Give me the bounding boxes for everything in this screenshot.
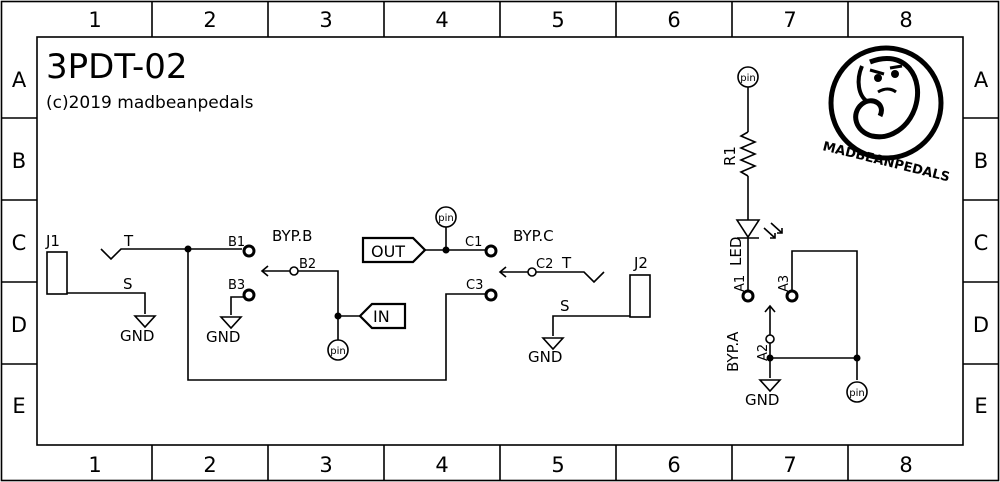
row-dividers (1, 117, 998, 365)
switch-a: A1 A3 A2 BYP.A (724, 275, 799, 372)
gnd-label: GND (120, 327, 154, 345)
gnd-symbol-a: GND (745, 379, 782, 409)
wire-a3 (791, 250, 858, 380)
column-labels-top: 1 2 3 4 5 6 7 8 (88, 8, 912, 32)
j2-label: J2 (633, 254, 648, 272)
jack-j1: J1 T S (45, 232, 188, 314)
terminal-c2 (527, 267, 537, 277)
byp-c-label: BYP.C (513, 227, 554, 245)
junction-dot (766, 354, 774, 362)
column-labels-bottom: 1 2 3 4 5 6 7 8 (88, 453, 912, 477)
gnd-label: GND (206, 328, 240, 346)
gnd-label: GND (528, 348, 562, 366)
wire-b-to-c3 (187, 249, 491, 381)
junction-dot (853, 354, 861, 362)
a3-label: A3 (777, 275, 792, 292)
col-label: 4 (435, 453, 448, 477)
col-label: 6 (667, 453, 680, 477)
led-label: LED (727, 237, 745, 266)
terminal-c1 (484, 244, 498, 258)
in-port: IN (358, 302, 407, 330)
gnd-symbol-b3: GND (206, 316, 243, 346)
terminal-b2 (289, 266, 299, 276)
col-label: 2 (203, 453, 216, 477)
c1-label: C1 (465, 235, 482, 250)
byp-a-label: BYP.A (724, 331, 742, 372)
in-port-label: IN (373, 307, 390, 326)
j1-tip-label: T (123, 232, 134, 250)
gnd-label: GND (745, 391, 779, 409)
j2-tip-label: T (561, 254, 572, 272)
col-label: 6 (667, 8, 680, 32)
j1-label: J1 (45, 232, 60, 250)
b3-label: B3 (228, 278, 245, 293)
j1-sleeve-label: S (123, 275, 133, 293)
row-label: E (974, 394, 987, 418)
col-label: 8 (899, 8, 912, 32)
col-label: 2 (203, 8, 216, 32)
terminal-b1 (242, 244, 256, 258)
out-port: OUT (361, 236, 427, 264)
row-label: C (974, 231, 989, 255)
jack-j2: J2 S (552, 254, 651, 336)
gnd-symbol-j2: GND (528, 337, 565, 366)
col-label: 7 (783, 8, 796, 32)
row-label: D (11, 313, 27, 337)
terminal-c3 (484, 288, 498, 302)
row-labels-right: A B C D E (973, 68, 989, 418)
row-label: B (12, 149, 26, 173)
col-label: 5 (551, 453, 564, 477)
pin-pad-out: pin (435, 206, 457, 228)
row-label: B (974, 149, 988, 173)
col-label: 4 (435, 8, 448, 32)
gnd-symbol-j1: GND (120, 315, 157, 345)
byp-b-label: BYP.B (272, 227, 312, 245)
c2-label: C2 (536, 257, 553, 272)
col-label: 5 (551, 8, 564, 32)
column-dividers (151, 1, 849, 480)
r1-label: R1 (721, 146, 739, 166)
b2-label: B2 (299, 257, 316, 272)
row-label: A (974, 68, 989, 92)
terminal-b3 (242, 288, 256, 302)
a1-label: A1 (733, 275, 748, 292)
col-label: 7 (783, 453, 796, 477)
madbeanpedals-logo: MADBEANPEDALS (821, 45, 951, 185)
pin-label: pin (849, 388, 864, 399)
led: LED (727, 219, 783, 266)
row-label: A (12, 68, 27, 92)
resistor-r1: R1 (721, 131, 758, 177)
b1-label: B1 (228, 235, 245, 250)
pin-label: pin (438, 213, 453, 224)
wire-b3-gnd (230, 296, 244, 315)
pin-label: pin (330, 346, 345, 357)
col-label: 8 (899, 453, 912, 477)
col-label: 3 (319, 453, 332, 477)
pin-label: pin (740, 73, 755, 84)
row-label: E (12, 394, 25, 418)
j2-sleeve-label: S (560, 297, 570, 315)
row-labels-left: A B C D E (11, 68, 27, 418)
switch-c: C1 C3 C2 BYP.C T (465, 227, 605, 302)
schematic-title: 3PDT-02 (46, 47, 188, 87)
c3-label: C3 (466, 278, 483, 293)
row-label: C (12, 231, 27, 255)
col-label: 1 (88, 453, 101, 477)
pin-pad-a: pin (846, 381, 868, 403)
terminal-a1 (741, 289, 755, 303)
pin-pad-r1: pin (737, 66, 759, 88)
switch-b: B1 B3 B2 BYP.B (228, 227, 339, 340)
row-label: D (973, 313, 989, 337)
out-port-label: OUT (371, 242, 405, 261)
col-label: 1 (88, 8, 101, 32)
pin-pad-b2: pin (327, 339, 349, 361)
copyright-text: (c)2019 madbeanpedals (46, 93, 254, 113)
col-label: 3 (319, 8, 332, 32)
terminal-a2 (765, 334, 775, 344)
